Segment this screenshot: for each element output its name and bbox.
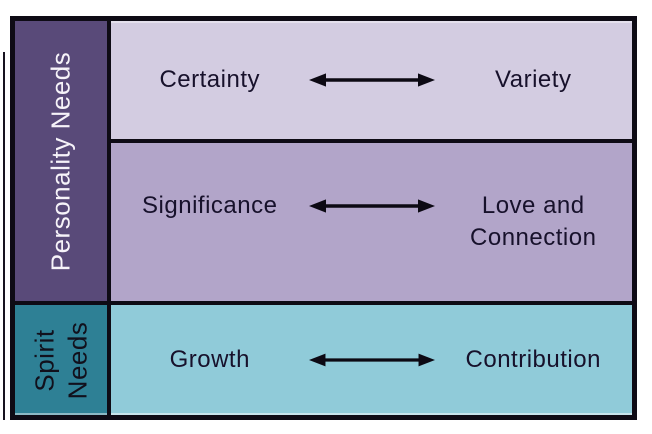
contribution-label: Contribution	[465, 345, 601, 373]
certainty-variety-row: Certainty Variety	[111, 21, 632, 143]
certainty-label: Certainty	[159, 65, 261, 93]
spirit-needs-header-cell: Spirit Needs	[15, 305, 111, 415]
spirit-needs-line1: Spirit	[29, 328, 60, 392]
love-and-connection-label: Love and Connection	[435, 190, 633, 255]
growth-label: Growth	[169, 345, 250, 373]
left-right-arrow-icon	[308, 349, 435, 371]
spirit-needs-label: Spirit Needs	[29, 321, 94, 399]
spirit-needs-line2: Needs	[62, 321, 92, 399]
significance-label: Significance	[142, 191, 278, 219]
growth-contribution-row: Growth Contribution	[111, 305, 632, 415]
left-right-arrow-icon	[308, 195, 435, 217]
love-and-connection-line2: Connection	[470, 224, 597, 251]
personality-needs-header-cell: Personality Needs	[15, 21, 111, 305]
love-and-connection-line1: Love and	[481, 191, 585, 219]
left-right-arrow-icon	[308, 69, 435, 91]
significance-love-row: Significance Love and Connection	[111, 143, 632, 305]
left-edge-line	[3, 52, 5, 420]
personality-needs-label: Personality Needs	[45, 51, 76, 271]
variety-label: Variety	[495, 65, 572, 93]
needs-table: Personality Needs Certainty Variety Sign…	[10, 16, 637, 420]
